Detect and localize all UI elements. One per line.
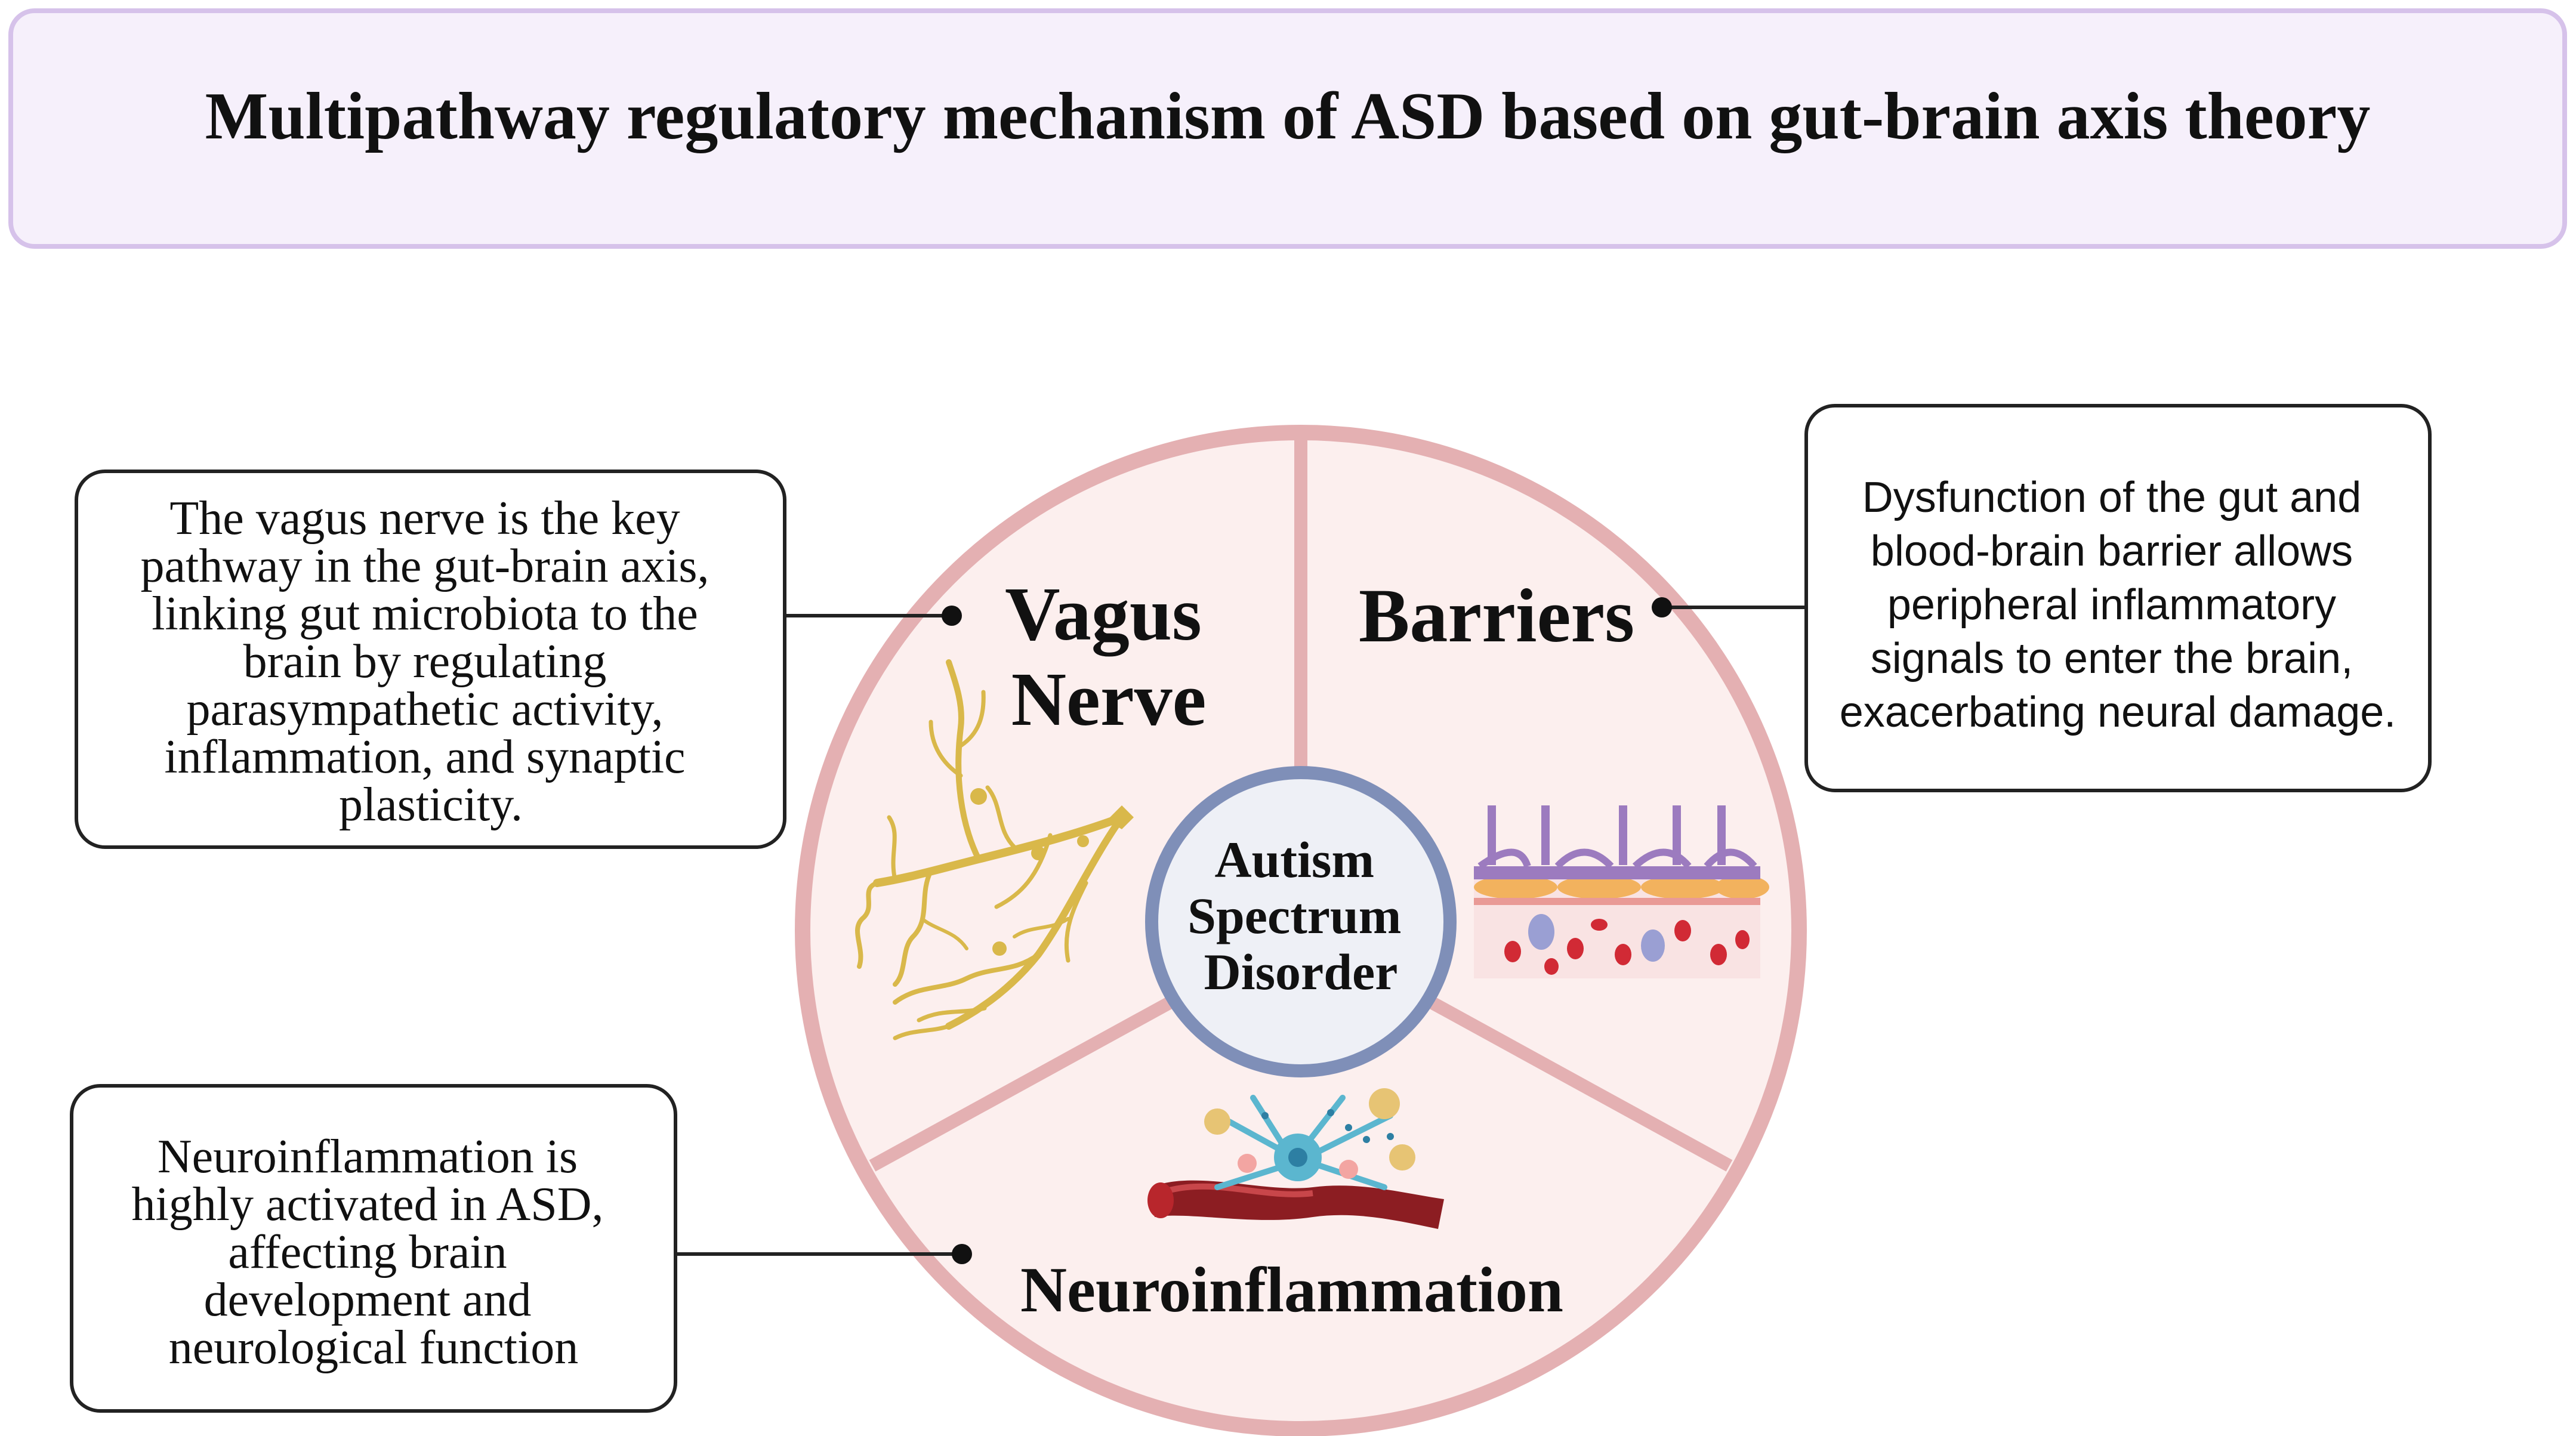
neuro-callout: Neuroinflammation is highly activated in…	[70, 1084, 972, 1413]
vagus-nerve-illustration	[854, 659, 1134, 1040]
barriers-connector-dot	[1652, 597, 1672, 617]
vagus-label-line-1: Vagus	[1005, 572, 1202, 656]
neuro-callout-text: Neuroinflammation is highly activated in…	[131, 1131, 615, 1374]
barriers-label: Barriers	[1359, 573, 1634, 658]
barrier-illustration	[1474, 805, 1769, 978]
neuroinflammation-illustration	[1147, 1088, 1444, 1229]
center-label: Autism Spectrum Disorder	[1187, 831, 1414, 1000]
center-line-2: Spectrum	[1187, 887, 1401, 944]
vagus-callout: The vagus nerve is the key pathway in th…	[75, 470, 962, 849]
vagus-nerve-label: Vagus Nerve	[1005, 572, 1221, 742]
barriers-callout-box	[1804, 404, 2432, 792]
vagus-callout-text: The vagus nerve is the key pathway in th…	[140, 492, 721, 831]
title-text: Multipathway regulatory mechanism of ASD…	[205, 79, 2371, 153]
pathway-wheel: Autism Spectrum Disorder Vagus Nerve Bar…	[795, 425, 1807, 1436]
center-circle	[1145, 766, 1457, 1077]
vagus-label-line-2: Nerve	[1011, 657, 1207, 742]
title-banner	[8, 8, 2567, 249]
center-line-3: Disorder	[1204, 943, 1398, 1000]
barriers-callout-text: Dysfunction of the gut and blood-brain b…	[1840, 474, 2396, 736]
barriers-callout: Dysfunction of the gut and blood-brain b…	[1652, 404, 2432, 792]
vagus-connector-dot	[942, 606, 962, 626]
neuro-connector-dot	[952, 1244, 972, 1264]
center-line-1: Autism	[1214, 831, 1374, 888]
neuroinflammation-label: Neuroinflammation	[1020, 1255, 1563, 1326]
vagus-callout-box	[75, 470, 786, 849]
neuro-callout-box	[70, 1084, 677, 1413]
